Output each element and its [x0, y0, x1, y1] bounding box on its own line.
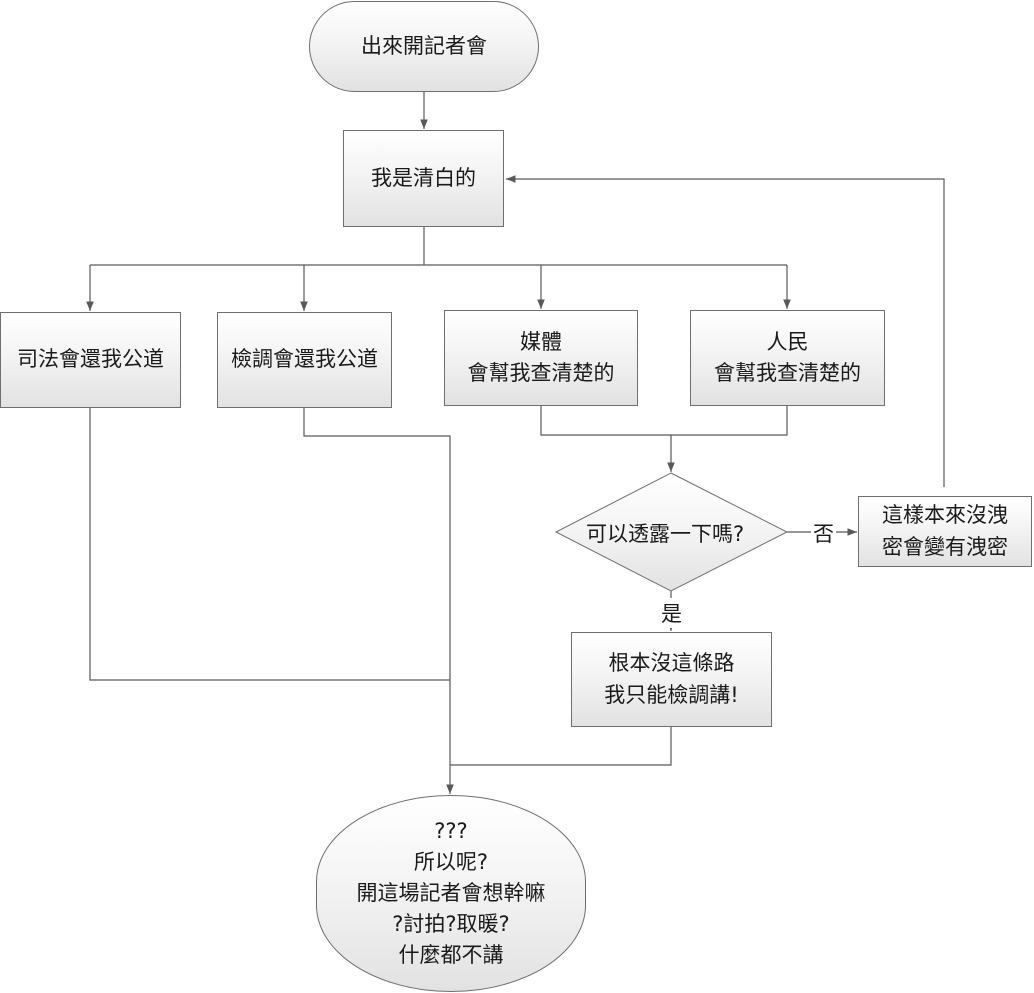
no-branch-line1: 這樣本來沒洩: [882, 503, 1008, 527]
edge-yes-to-end: [450, 727, 672, 766]
no-branch-line2: 密會變有洩密: [882, 534, 1008, 559]
media-box: 媒體 會幫我查清楚的: [444, 310, 638, 406]
end-line4: ?討拍?取暖?: [392, 912, 510, 937]
decision-label: 可以透露一下嗎?: [586, 522, 745, 546]
judiciary-label: 司法會還我公道: [17, 347, 164, 372]
no-branch-box: 這樣本來沒洩 密會變有洩密: [858, 496, 1032, 567]
end-line1: ???: [434, 818, 468, 843]
judiciary-box: 司法會還我公道: [0, 312, 181, 408]
edge-media-people-merge: [540, 406, 788, 472]
edge-innocent-split: [90, 227, 787, 266]
edge-label-yes: 是: [659, 598, 684, 628]
innocent-label: 我是清白的: [371, 165, 476, 190]
yes-branch-line2: 我只能檢調講!: [604, 682, 739, 707]
end-terminal: ??? 所以呢? 開這場記者會想幹嘛 ?討拍?取暖? 什麼都不講: [316, 795, 586, 992]
innocent-box: 我是清白的: [343, 130, 504, 227]
media-label-line2: 會幫我查清楚的: [467, 361, 615, 385]
start-terminal: 出來開記者會: [309, 1, 539, 92]
edge-prosecutors-to-end: [303, 408, 454, 794]
people-label-line2: 會幫我查清楚的: [714, 361, 861, 385]
end-line5: 什麼都不講: [398, 943, 504, 968]
yes-branch-line1: 根本沒這條路: [608, 651, 735, 675]
edge-judiciary-to-end: [89, 408, 450, 681]
media-label-line1: 媒體: [520, 329, 562, 354]
people-label-line1: 人民: [766, 329, 809, 354]
end-line3: 開這場記者會想幹嘛: [356, 880, 546, 905]
start-label: 出來開記者會: [361, 33, 487, 58]
people-box: 人民 會幫我查清楚的: [690, 310, 885, 406]
prosecutors-box: 檢調會還我公道: [217, 312, 392, 408]
decision-diamond: [554, 472, 789, 592]
end-line2: 所以呢?: [413, 849, 489, 874]
yes-branch-box: 根本沒這條路 我只能檢調講!: [571, 632, 772, 727]
edge-no-loop-back: [506, 175, 945, 487]
edge-label-no: 否: [811, 518, 836, 548]
prosecutors-label: 檢調會還我公道: [231, 347, 378, 372]
